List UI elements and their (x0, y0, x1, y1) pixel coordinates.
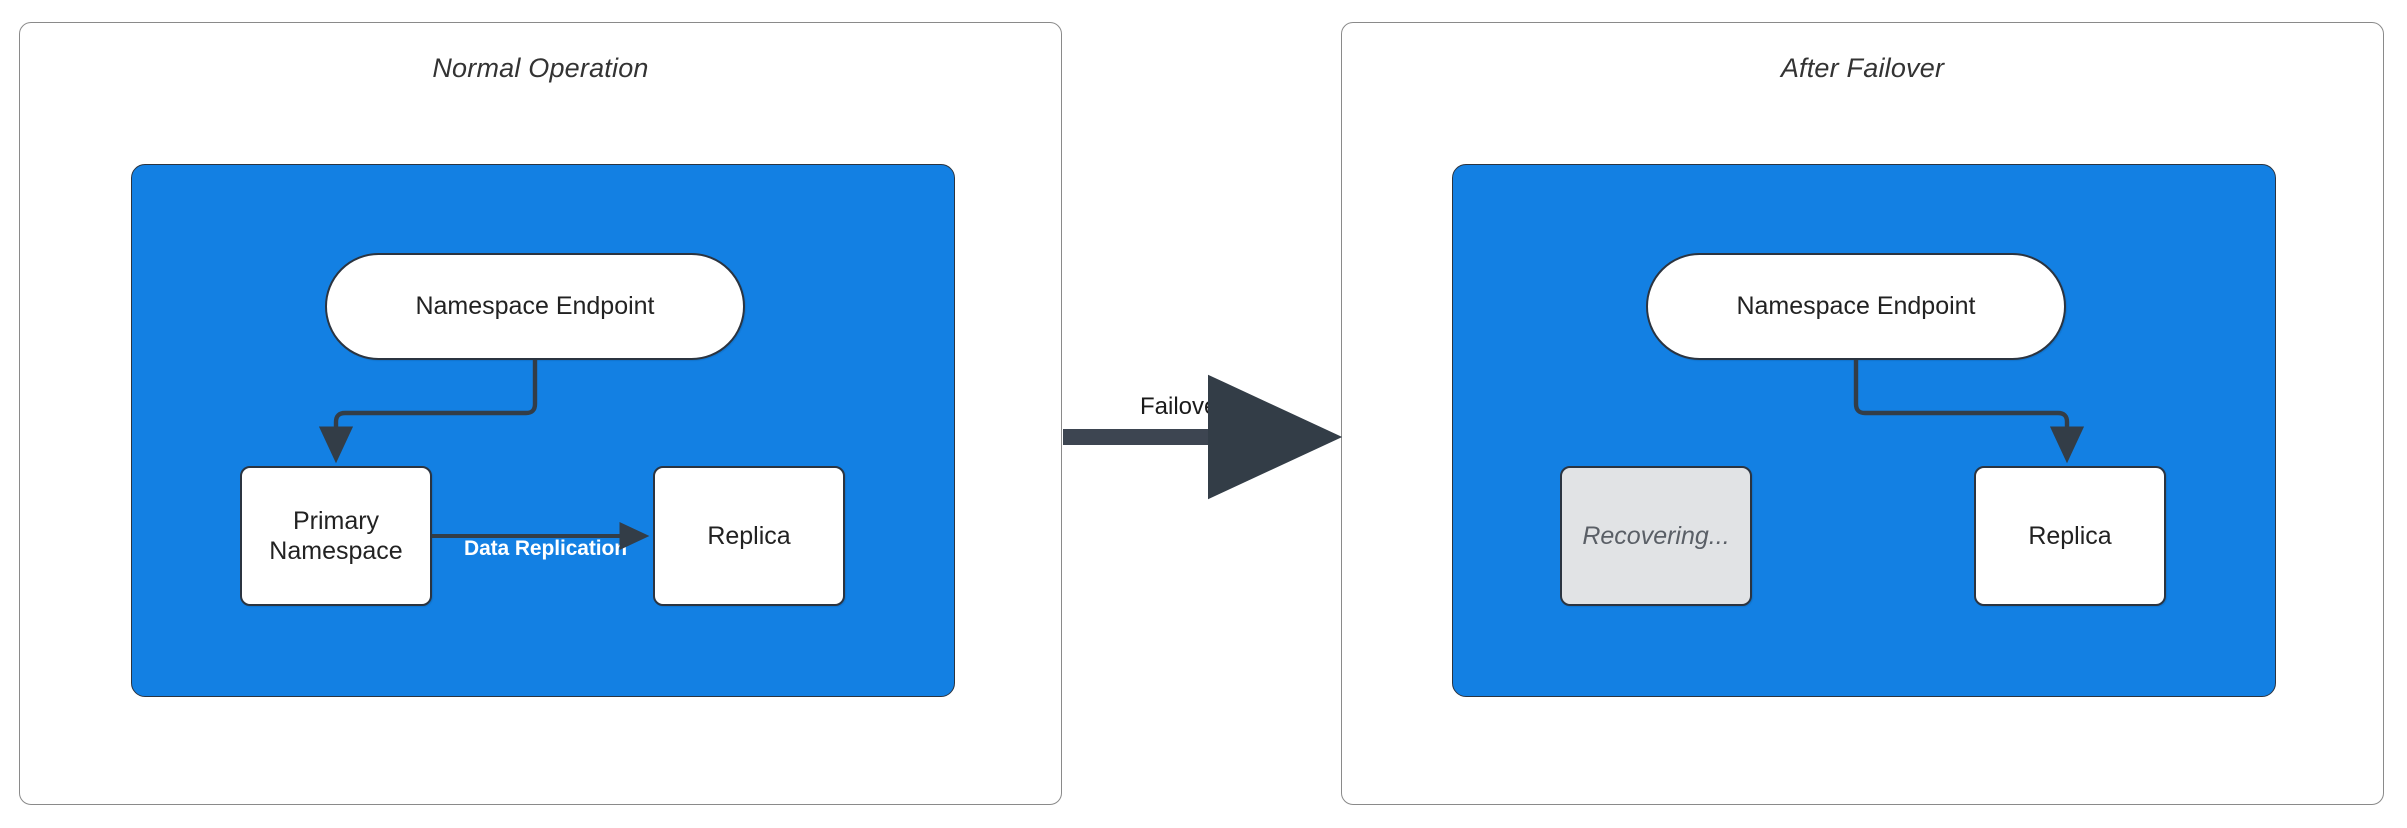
edge-label-data-replication: Data Replication (464, 537, 627, 561)
panel-title-normal-operation: Normal Operation (432, 53, 649, 83)
node-namespace-endpoint-right[interactable]: Namespace Endpoint (1646, 253, 2066, 360)
node-label-namespace-endpoint-right: Namespace Endpoint (1736, 292, 1976, 321)
node-label-replica-left: Replica (707, 521, 791, 550)
panel-title-after-failover: After Failover (1780, 53, 1945, 83)
node-replica-right[interactable]: Replica (1974, 466, 2166, 606)
node-label-recovering: Recovering... (1582, 521, 1730, 550)
primary-namespace-line1: Primary (292, 506, 380, 535)
node-label-primary-namespace: Primary Namespace (269, 506, 402, 567)
failover-label: Failover (1140, 393, 1225, 421)
primary-namespace-line2: Namespace (269, 537, 403, 565)
failover-label-text: Failover (1140, 393, 1226, 420)
node-label-replica-right: Replica (2028, 521, 2112, 550)
edge-label-data-replication-text: Data Replication (464, 537, 627, 560)
node-namespace-endpoint-left[interactable]: Namespace Endpoint (325, 253, 745, 360)
cluster-left-blue (131, 164, 955, 697)
node-recovering[interactable]: Recovering... (1560, 466, 1752, 606)
node-primary-namespace[interactable]: Primary Namespace (240, 466, 432, 606)
node-replica-left[interactable]: Replica (653, 466, 845, 606)
cluster-right-blue (1452, 164, 2276, 697)
node-label-namespace-endpoint-left: Namespace Endpoint (415, 292, 655, 321)
